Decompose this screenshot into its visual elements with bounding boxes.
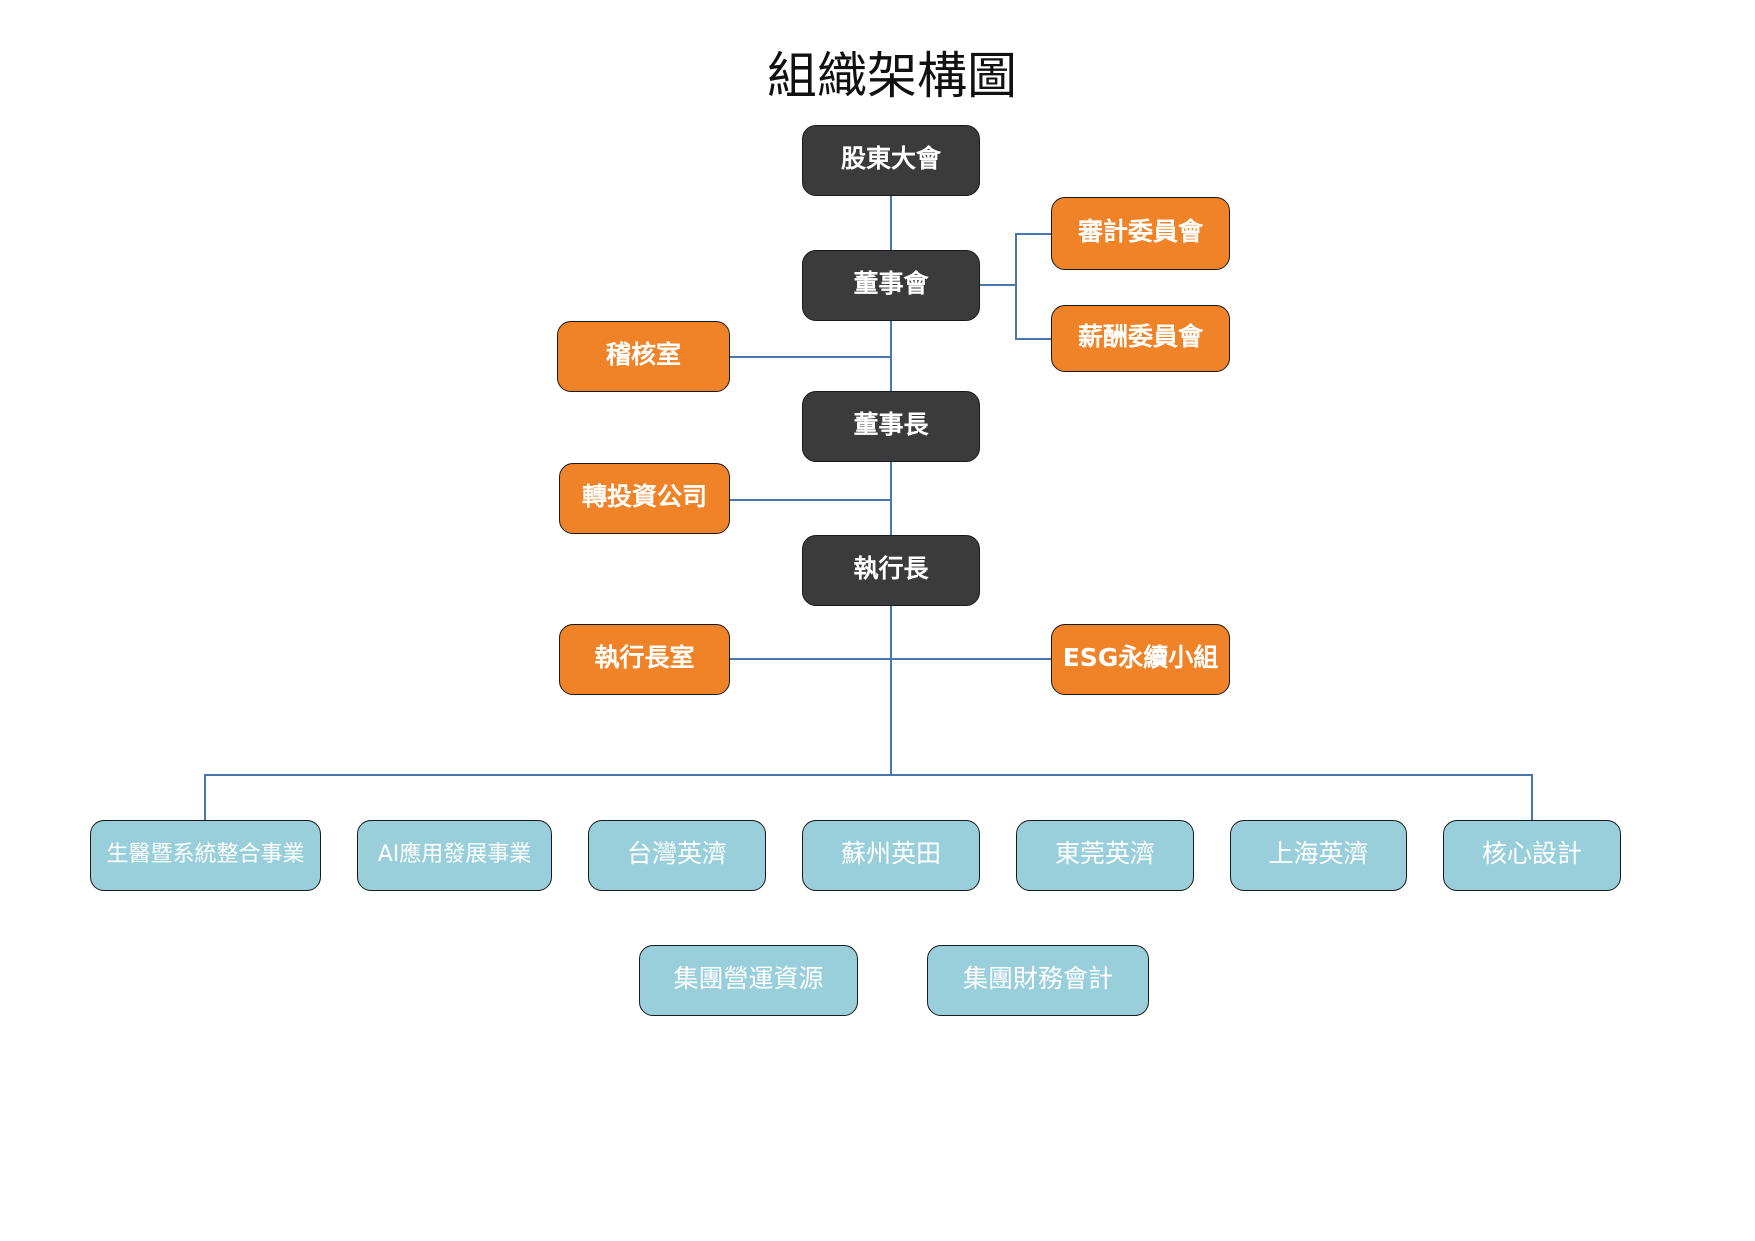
node-suzhou[interactable]: 蘇州英田 <box>802 820 980 891</box>
connector-audit-office <box>730 356 891 358</box>
connector-investment <box>730 499 891 501</box>
node-audit-committee[interactable]: 審計委員會 <box>1051 197 1230 270</box>
node-remuneration-committee[interactable]: 薪酬委員會 <box>1051 305 1230 372</box>
node-core-design[interactable]: 核心設計 <box>1443 820 1621 891</box>
node-group-operations[interactable]: 集團營運資源 <box>639 945 858 1016</box>
node-ceo-office[interactable]: 執行長室 <box>559 624 730 695</box>
connector-main-trunk <box>890 196 892 775</box>
node-shanghai[interactable]: 上海英濟 <box>1230 820 1407 891</box>
connector-left-drop <box>204 774 206 820</box>
node-group-finance[interactable]: 集團財務會計 <box>927 945 1149 1016</box>
node-audit-office[interactable]: 稽核室 <box>557 321 730 392</box>
node-dongguan[interactable]: 東莞英濟 <box>1016 820 1194 891</box>
node-shareholders-meeting[interactable]: 股東大會 <box>802 125 980 196</box>
node-esg-team[interactable]: ESG永續小組 <box>1051 624 1230 695</box>
node-board-of-directors[interactable]: 董事會 <box>802 250 980 321</box>
connector-divisions-bar <box>204 774 1532 776</box>
connector-remuneration-committee <box>1015 338 1051 340</box>
chart-title: 組織架構圖 <box>767 47 1017 105</box>
node-chairman[interactable]: 董事長 <box>802 391 980 462</box>
connector-right-drop <box>1531 774 1533 820</box>
connector-audit-committee <box>1015 233 1051 235</box>
node-biomed-systems[interactable]: 生醫暨系統整合事業 <box>90 820 321 891</box>
node-investment-company[interactable]: 轉投資公司 <box>559 463 730 534</box>
connector-board-committees <box>980 284 1016 286</box>
node-ceo[interactable]: 執行長 <box>802 535 980 606</box>
connector-committees-vertical <box>1015 233 1017 339</box>
node-taiwan[interactable]: 台灣英濟 <box>588 820 766 891</box>
connector-ceo-office-esg <box>730 658 1051 660</box>
node-ai-applications[interactable]: AI應用發展事業 <box>357 820 552 891</box>
